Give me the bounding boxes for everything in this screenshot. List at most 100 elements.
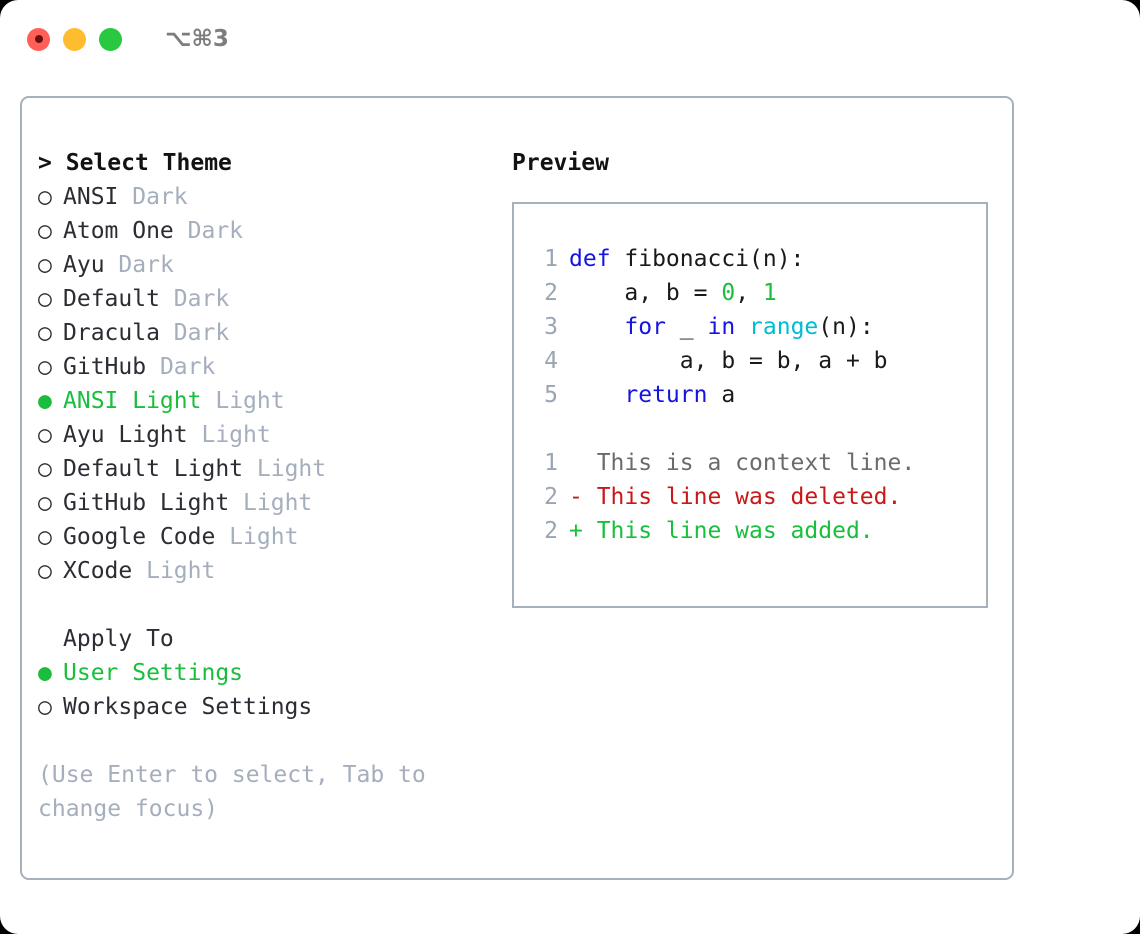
code-token: return [624,382,708,408]
theme-variant-label: Dark [187,218,244,244]
theme-name: Atom One [63,218,174,244]
theme-list-item[interactable]: ○ Atom One Dark [38,214,502,248]
code-token: a, b = b, a + b [569,348,888,374]
theme-variant-label: Dark [173,286,230,312]
traffic-light-group [27,27,122,51]
theme-name: Ayu Light [63,422,188,448]
radio-unselected-icon[interactable]: ○ [38,218,52,244]
theme-variant-label: Light [201,422,271,448]
content-panel: > Select Theme ○ANSI Dark○Atom One Dark○… [20,96,1014,880]
diff-preview: 1 This is a context line.2- This line wa… [514,446,986,548]
line-number: 3 [544,314,558,340]
radio-unselected-icon[interactable]: ○ [38,422,52,448]
code-token [569,314,624,340]
minimize-button[interactable] [63,27,86,51]
theme-list-item[interactable]: ○Google Code Light [38,520,502,554]
apply-to-option[interactable]: ● User Settings [38,656,502,690]
theme-list-item[interactable]: ○ Ayu Dark [38,248,502,282]
diff-line: 1 This is a context line. [514,446,986,480]
theme-name: ANSI Light [63,388,202,414]
maximize-button[interactable] [99,27,122,51]
apply-to-option[interactable]: ○ Workspace Settings [38,690,502,724]
theme-variant-label: Dark [173,320,230,346]
hint-spacer [38,724,502,758]
radio-unselected-icon[interactable]: ○ [38,490,52,516]
theme-list-item[interactable]: ○ GitHub Dark [38,350,502,384]
apply-to-option-label: Workspace Settings [63,694,313,720]
line-number: 1 [544,450,558,476]
line-number: 2 [544,280,558,306]
page-title-text: Select Theme [65,150,232,176]
diff-text: + This line was added. [569,518,874,544]
theme-list-item[interactable]: ○ ANSI Dark [38,180,502,214]
code-token: range [749,314,819,340]
code-token: a, b = [569,280,722,306]
code-line: 3 for _ in range(n): [514,310,986,344]
theme-list-item[interactable]: ○ GitHub Light Light [38,486,502,520]
list-spacer [38,588,502,622]
theme-name: Default [63,286,160,312]
radio-unselected-icon[interactable]: ○ [38,286,52,312]
apply-to-label: Apply To [63,626,174,652]
radio-unselected-icon[interactable]: ○ [38,184,52,210]
code-token: 0 [721,280,736,306]
code-token: 1 [762,280,777,306]
theme-variant-label: Dark [159,354,216,380]
code-token: def [569,246,625,272]
apply-to-option-label: User Settings [63,660,244,686]
theme-variant-label: Light [256,456,327,482]
theme-list-item[interactable]: ○ Ayu Light Light [38,418,502,452]
radio-unselected-icon[interactable]: ○ [38,524,52,550]
line-number: 2 [544,518,558,544]
code-line: 5 return a [514,378,986,412]
apply-to-list: ● User Settings ○ Workspace Settings [38,656,502,724]
code-token: (n): [818,314,874,340]
title-bar: ⌥⌘3 [0,0,1140,78]
theme-selector-column: > Select Theme ○ANSI Dark○Atom One Dark○… [22,98,502,878]
close-button[interactable] [27,27,50,51]
code-token: a [707,382,736,408]
theme-list-item[interactable]: ○XCode Light [38,554,502,588]
page-title: > Select Theme [38,146,502,180]
code-token: , [735,280,763,306]
radio-selected-icon[interactable]: ● [38,660,52,686]
code-line: 2 a, b = 0, 1 [514,276,986,310]
diff-line: 2 + This line was added. [514,514,986,548]
theme-name: Default Light [63,456,244,482]
theme-variant-label: Light [229,524,299,550]
radio-unselected-icon[interactable]: ○ [38,694,52,720]
code-token: fibonacci(n): [624,246,805,272]
radio-unselected-icon[interactable]: ○ [38,252,52,278]
preview-gap [514,412,986,446]
theme-list-item[interactable]: ● ANSI Light Light [38,384,502,418]
theme-name: Dracula [63,320,160,346]
theme-name: GitHub [63,354,147,380]
theme-list: ○ ANSI Dark ○ Atom One Dark ○ Ayu Dark ○ Defaul… [38,180,502,588]
radio-selected-icon[interactable]: ● [38,388,52,414]
radio-unselected-icon[interactable]: ○ [38,320,52,346]
diff-line: 2- This line was deleted. [514,480,986,514]
code-token [569,382,624,408]
theme-name: XCode [63,558,133,584]
theme-variant-label: Dark [118,252,174,278]
diff-text: This is a context line. [569,450,916,476]
code-token: _ [665,314,708,340]
radio-unselected-icon[interactable]: ○ [38,558,52,584]
theme-name: ANSI [63,184,119,210]
theme-variant-label: Light [215,388,285,414]
theme-list-item[interactable]: ○ Dracula Dark [38,316,502,350]
radio-unselected-icon[interactable]: ○ [38,354,52,380]
theme-variant-label: Dark [132,184,188,210]
radio-unselected-icon[interactable]: ○ [38,456,52,482]
code-token: in [707,314,736,340]
theme-name: Ayu [63,252,105,278]
theme-list-item[interactable]: ○ Default Light Light [38,452,502,486]
preview-title: Preview [512,150,609,176]
theme-name: GitHub Light [63,490,230,516]
theme-list-item[interactable]: ○ Default Dark [38,282,502,316]
theme-variant-label: Light [243,490,313,516]
